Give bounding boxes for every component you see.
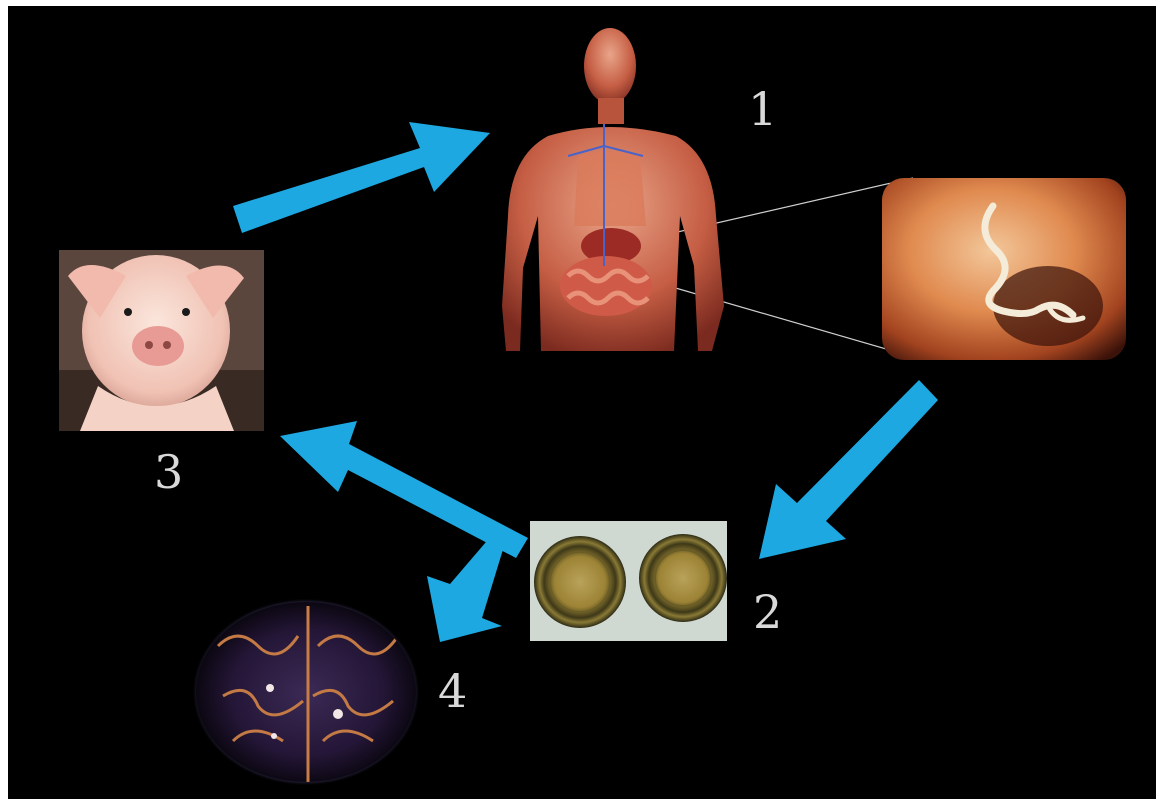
label-eggs: 2	[753, 589, 782, 635]
label-human: 1	[748, 86, 777, 132]
connector-line-lower	[648, 280, 900, 353]
label-pig: 3	[154, 449, 183, 495]
diagram-canvas	[8, 6, 1156, 799]
human-anatomy-image	[502, 28, 724, 351]
parasite-eggs-image	[530, 521, 727, 641]
brain-image	[192, 598, 422, 788]
pig-image	[59, 250, 264, 431]
arrow-intestine-to-eggs	[759, 380, 938, 559]
intestinal-worm-image	[882, 178, 1126, 360]
lifecycle-diagram: 1 2 3 4	[8, 6, 1156, 799]
label-brain: 4	[438, 668, 467, 714]
arrow-pig-to-human	[233, 122, 490, 233]
